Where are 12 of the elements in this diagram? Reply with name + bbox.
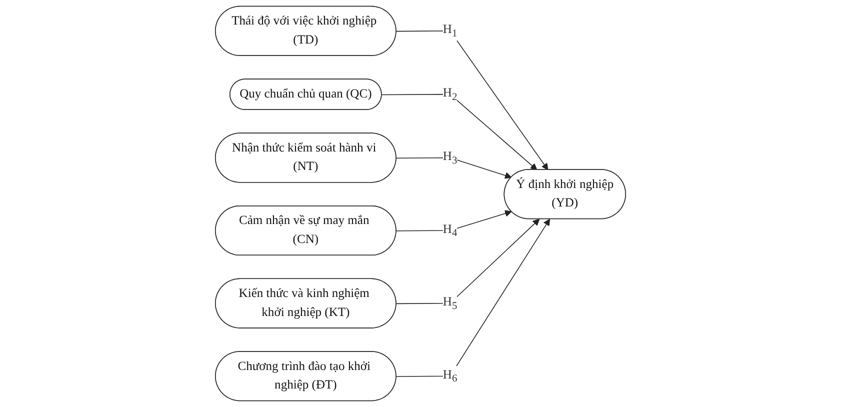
edge-label: H$_{3}$ bbox=[442, 150, 458, 166]
edge-label: H$_{1}$ bbox=[442, 23, 458, 39]
edge-label: H$_{5}$ bbox=[442, 295, 458, 312]
arrow bbox=[396, 157, 512, 179]
arrow bbox=[396, 218, 550, 377]
arrow bbox=[396, 218, 540, 304]
arrow bbox=[396, 210, 512, 232]
arrow bbox=[396, 30, 548, 170]
edge-label: H$_{2}$ bbox=[442, 86, 458, 102]
arrow bbox=[381, 94, 538, 170]
edge-label: H$_{4}$ bbox=[442, 222, 458, 238]
edge-label: H$_{6}$ bbox=[442, 368, 458, 384]
